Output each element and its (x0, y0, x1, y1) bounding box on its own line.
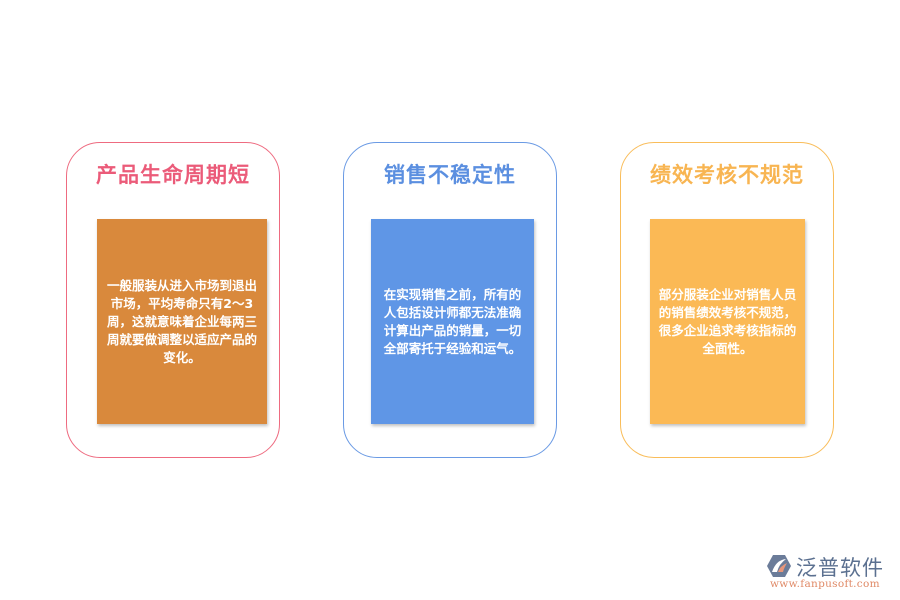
logo-name: 泛普软件 (796, 556, 884, 580)
logo-url: www.fanpusoft.com (770, 578, 880, 590)
card-title: 产品生命周期短 (96, 163, 250, 187)
card-text: 在实现销售之前，所有的人包括设计师都无法准确计算出产品的销量，一切全部寄托于经验… (383, 286, 522, 356)
card-product-lifecycle: 产品生命周期短 一般服装从进入市场到退出市场，平均寿命只有2～3周，这就意味着企… (66, 142, 280, 458)
card-content-box: 部分服装企业对销售人员的销售绩效考核不规范，很多企业追求考核指标的全面性。 (650, 219, 805, 424)
logo-mark-icon (767, 555, 791, 577)
card-content-box: 在实现销售之前，所有的人包括设计师都无法准确计算出产品的销量，一切全部寄托于经验… (371, 219, 534, 424)
card-title: 绩效考核不规范 (650, 163, 804, 187)
card-performance-review: 绩效考核不规范 部分服装企业对销售人员的销售绩效考核不规范，很多企业追求考核指标… (620, 142, 834, 458)
card-title: 销售不稳定性 (384, 163, 516, 187)
fanpu-logo: 泛普软件 www.fanpusoft.com (766, 552, 896, 592)
card-sales-instability: 销售不稳定性 在实现销售之前，所有的人包括设计师都无法准确计算出产品的销量，一切… (343, 142, 557, 458)
card-text: 一般服装从进入市场到退出市场，平均寿命只有2～3周，这就意味着企业每两三周就要做… (106, 277, 257, 365)
card-content-box: 一般服装从进入市场到退出市场，平均寿命只有2～3周，这就意味着企业每两三周就要做… (97, 219, 267, 424)
card-text: 部分服装企业对销售人员的销售绩效考核不规范，很多企业追求考核指标的全面性。 (658, 286, 797, 356)
